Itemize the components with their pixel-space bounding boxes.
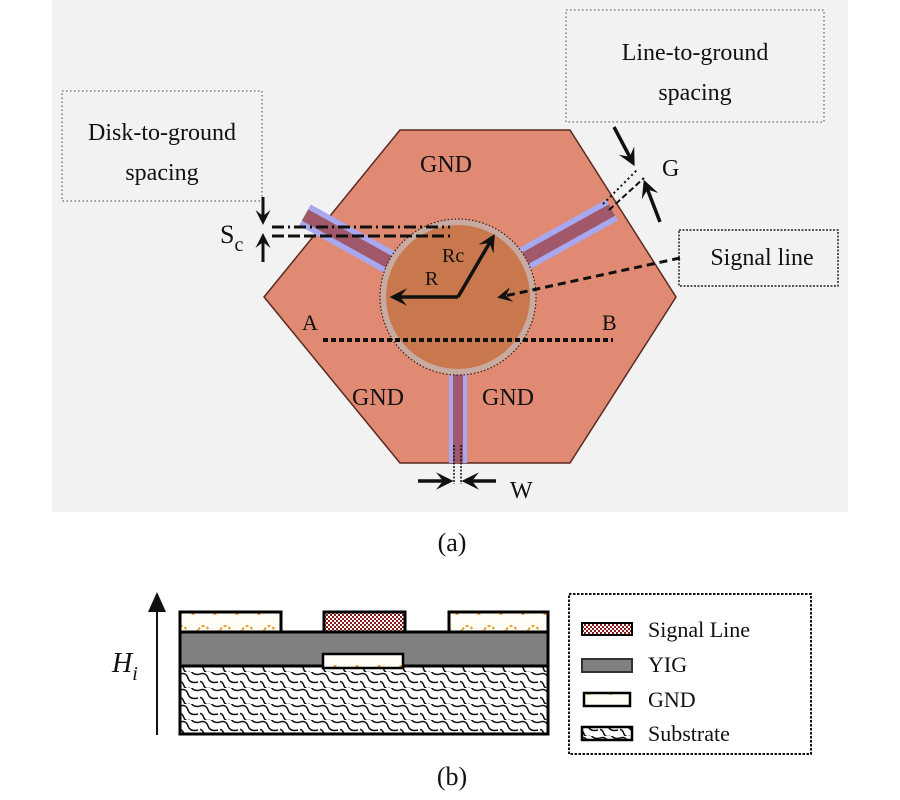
g-label: G bbox=[662, 156, 679, 182]
field-label: Hi bbox=[111, 648, 138, 685]
legend-label-gnd: GND bbox=[648, 687, 696, 712]
radius-r-label: R bbox=[425, 268, 439, 290]
cut-label-b: B bbox=[602, 310, 617, 335]
signal-arm-upper-right bbox=[509, 199, 618, 275]
signal-line-callout-box bbox=[678, 229, 839, 287]
signal-arm-upper-left bbox=[299, 204, 406, 279]
caption-a: (a) bbox=[438, 528, 467, 557]
gnd-bottom-right-label: GND bbox=[482, 385, 534, 411]
w-label: W bbox=[510, 478, 533, 504]
legend-label-substrate: Substrate bbox=[648, 721, 730, 746]
sc-label: Sc bbox=[220, 220, 243, 256]
legend-swatch-substrate bbox=[580, 725, 634, 742]
legend-swatch-gnd bbox=[582, 691, 632, 708]
line-to-ground-callout-box bbox=[565, 9, 825, 123]
top-gnd-left bbox=[178, 610, 283, 634]
legend-item-gnd: GND bbox=[582, 687, 696, 712]
disk-to-ground-callout-line2: spacing bbox=[125, 160, 198, 186]
radius-rc-arrow bbox=[456, 233, 495, 298]
signal-line-callout-leader bbox=[497, 256, 681, 302]
legend-swatch-signal bbox=[581, 622, 633, 636]
signal-line-callout-text: Signal line bbox=[710, 245, 813, 271]
g-arrow-down bbox=[612, 126, 635, 167]
disk-to-ground-callout-line1: Disk-to-ground bbox=[88, 120, 236, 146]
line-to-ground-callout-line1: Line-to-ground bbox=[622, 40, 769, 66]
panel-a: R Rc GND GND GND A B Disk-to-ground spac… bbox=[52, 0, 848, 557]
bottom-gnd-layer bbox=[321, 652, 405, 670]
top-signal-line bbox=[322, 610, 407, 634]
legend-label-signal: Signal Line bbox=[648, 617, 750, 642]
gnd-top-label: GND bbox=[420, 152, 472, 178]
legend-item-yig: YIG bbox=[581, 652, 687, 677]
caption-b: (b) bbox=[437, 762, 467, 791]
legend-label-yig: YIG bbox=[648, 652, 687, 677]
gnd-bottom-left-label: GND bbox=[352, 385, 404, 411]
legend-item-substrate: Substrate bbox=[580, 721, 730, 746]
g-extension-lower bbox=[608, 177, 645, 211]
cut-label-a: A bbox=[302, 310, 318, 335]
legend-item-signal-line: Signal Line bbox=[581, 617, 750, 642]
panel-b: Hi Signal Line YIG GND bbox=[111, 592, 812, 791]
legend-swatch-yig bbox=[581, 658, 633, 673]
legend: Signal Line YIG GND Substrate bbox=[568, 593, 812, 755]
substrate-layer bbox=[178, 664, 550, 736]
line-to-ground-callout-line2: spacing bbox=[658, 80, 731, 106]
g-arrow-up bbox=[641, 179, 662, 223]
top-gnd-right bbox=[447, 610, 550, 634]
radius-rc-label: Rc bbox=[442, 245, 464, 267]
field-arrow-head bbox=[148, 592, 166, 612]
g-extension-upper bbox=[602, 169, 638, 205]
disk-to-ground-callout-box bbox=[61, 90, 263, 202]
